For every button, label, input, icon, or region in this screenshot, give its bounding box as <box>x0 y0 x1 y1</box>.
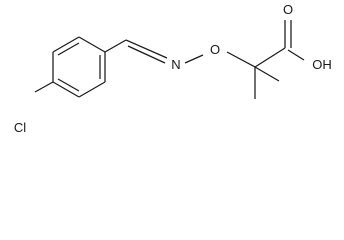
hydroxyl-label: OH <box>312 57 332 72</box>
imine-nitrogen-label: N <box>171 57 180 72</box>
ether-oxygen-label: O <box>210 42 220 57</box>
chlorine-label: Cl <box>14 120 26 135</box>
bond-ring-cl <box>34 81 54 93</box>
bond-c-oh <box>287 49 305 61</box>
bond-o-cq <box>226 51 256 68</box>
bond-ring-ch <box>104 39 127 53</box>
bond-methyl-right <box>254 66 280 82</box>
bond-cq-carboxyl <box>254 47 286 68</box>
benzene-ring <box>52 36 106 98</box>
bond-n-o <box>184 54 204 64</box>
bond-c-o-double <box>284 20 292 48</box>
bond-c-n-double <box>125 39 168 64</box>
carbonyl-oxygen-label: O <box>283 2 293 17</box>
structure-drawing: Cl N O O OH <box>14 2 332 135</box>
